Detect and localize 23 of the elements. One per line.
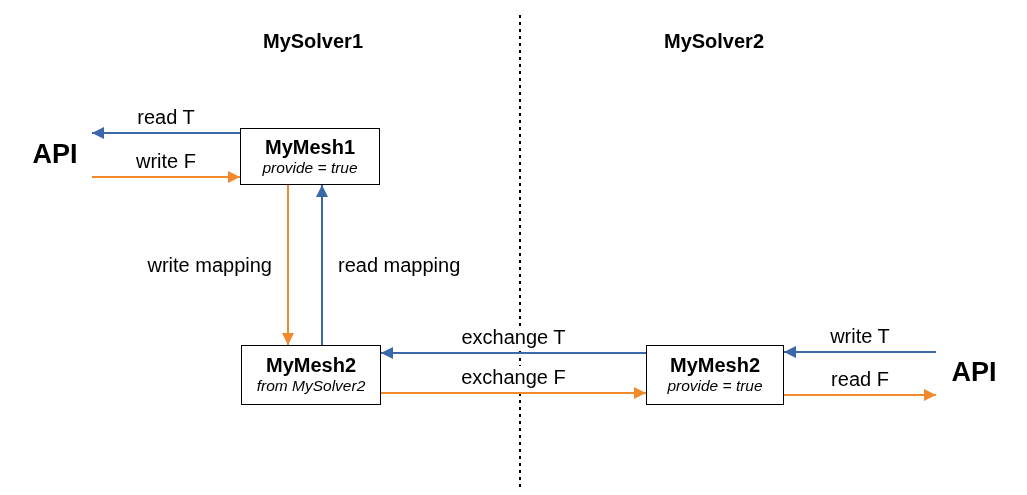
column-heading: MySolver2: [663, 30, 765, 53]
arrow: [380, 347, 647, 359]
api-label: API: [951, 356, 997, 388]
mesh-box: [241, 345, 381, 405]
arrow: [91, 171, 241, 183]
edge-label: exchange F: [459, 366, 568, 389]
arrow: [380, 387, 647, 399]
arrow: [91, 127, 241, 139]
api-label: API: [32, 139, 78, 171]
mesh-box: [240, 128, 380, 185]
mesh-note: provide = true: [667, 377, 763, 396]
column-heading: MySolver1: [262, 30, 364, 53]
mesh-note: from MySolver2: [256, 377, 366, 396]
mesh-name: MyMesh2: [266, 354, 356, 378]
mesh-box: [646, 345, 784, 405]
arrow: [282, 184, 294, 346]
mesh-note: provide = true: [262, 158, 358, 178]
edge-label: exchange T: [459, 326, 568, 349]
mesh-name: MyMesh1: [265, 135, 355, 159]
arrow: [316, 184, 328, 346]
arrow: [783, 389, 937, 401]
mesh-name: MyMesh2: [670, 354, 760, 378]
arrow: [783, 346, 937, 358]
